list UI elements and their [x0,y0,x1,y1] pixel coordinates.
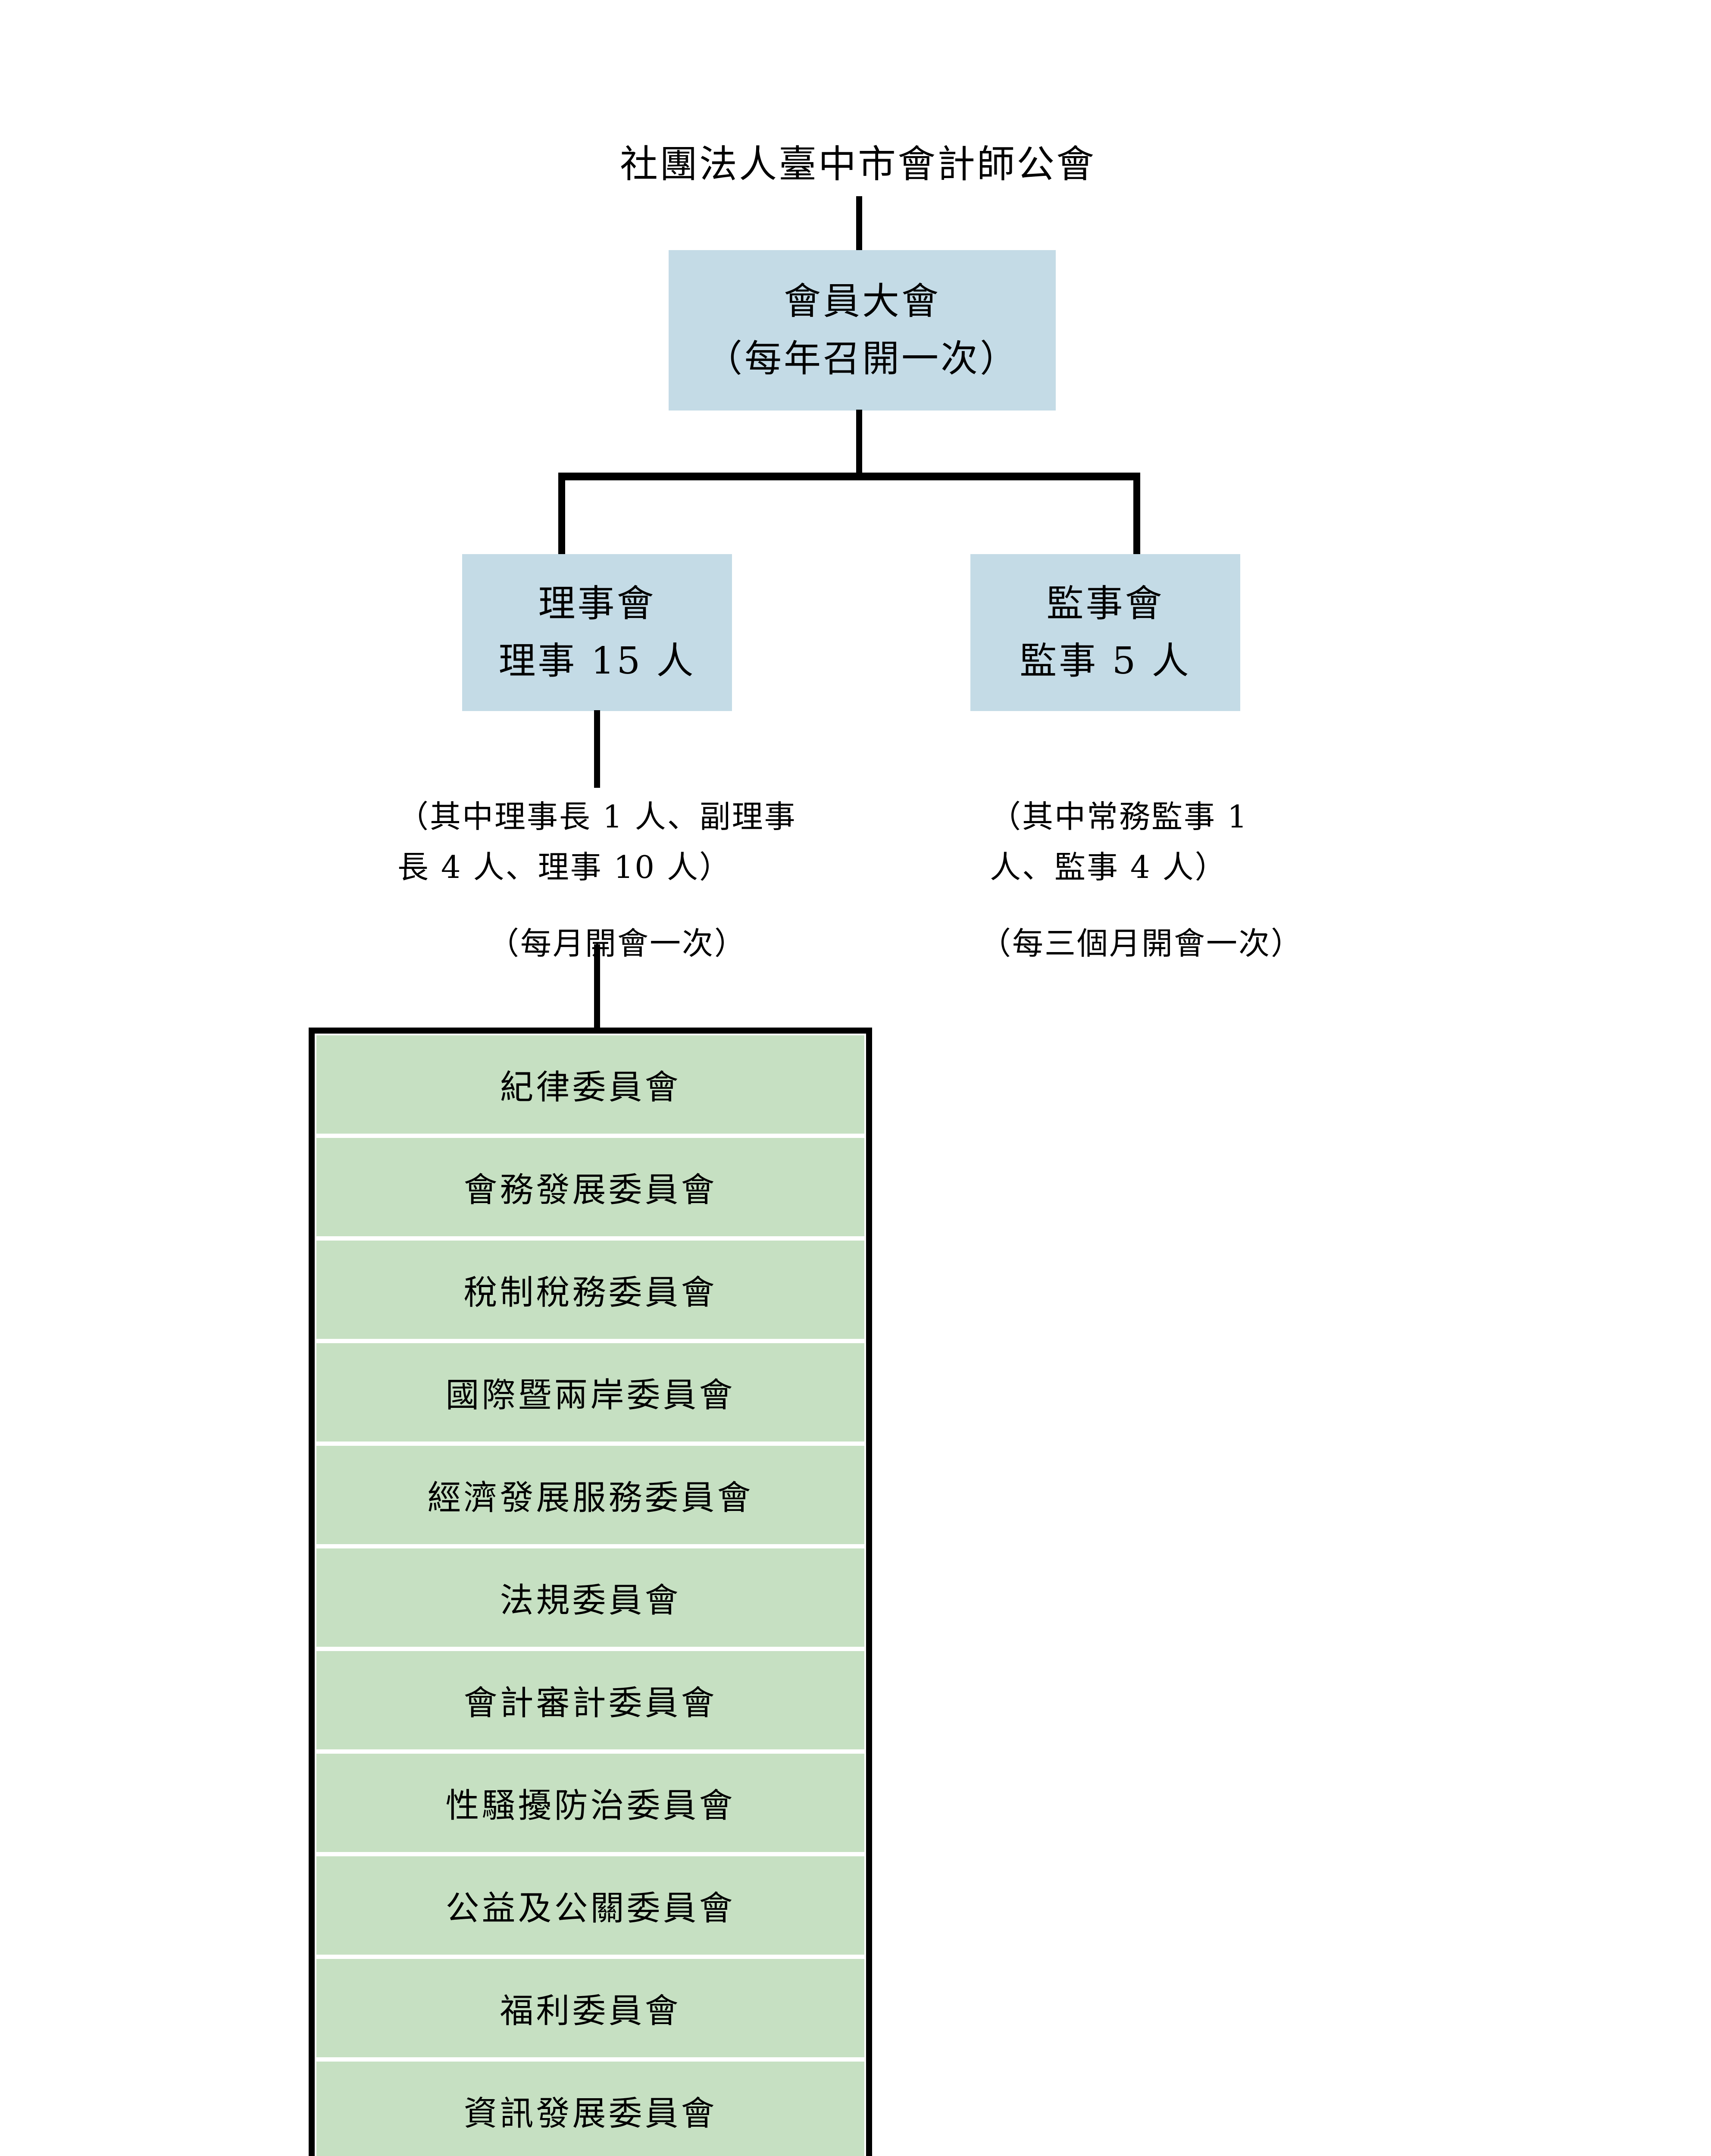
committee-label: 會計審計委員會 [463,1684,717,1723]
committee-item[interactable]: 性騷擾防治委員會 [316,1754,864,1852]
committee-label: 福利委員會 [500,1992,681,2031]
committees-panel: 紀律委員會會務發展委員會稅制稅務委員會國際暨兩岸委員會經濟發展服務委員會法規委員… [309,1028,872,2156]
committee-label: 會務發展委員會 [463,1171,717,1210]
board-frequency-text: （每月開會一次） [488,925,747,962]
committee-item[interactable]: 稅制稅務委員會 [316,1241,864,1339]
board-note-line-2: 長 4 人、理事 10 人） [397,849,732,885]
supervisors-composition: 監事 5 人 [1020,639,1191,683]
committee-item[interactable]: 會務發展委員會 [316,1138,864,1236]
connector-to-supervisors [1133,473,1140,556]
committee-label: 國際暨兩岸委員會 [445,1376,735,1415]
board-note-line-1: （其中理事長 1 人、副理事 [397,799,797,835]
node-board-of-supervisors: 監事會 監事 5 人 [970,554,1240,711]
committee-item[interactable]: 紀律委員會 [316,1035,864,1134]
committee-item[interactable]: 國際暨兩岸委員會 [316,1343,864,1442]
committee-item[interactable]: 公益及公關委員會 [316,1856,864,1955]
connector-board-stem-upper [594,710,600,788]
committee-label: 公益及公關委員會 [445,1889,735,1928]
connector-assembly-stem [856,410,862,475]
committee-item[interactable]: 經濟發展服務委員會 [316,1446,864,1544]
committee-label: 紀律委員會 [500,1068,681,1107]
supervisors-note-line-1: （其中常務監事 1 [990,799,1248,835]
committee-label: 稅制稅務委員會 [463,1273,717,1312]
assembly-name: 會員大會 [784,279,941,323]
connector-title-to-assembly [856,196,862,251]
supervisors-name: 監事會 [1046,582,1164,625]
supervisors-meeting-frequency: （每三個月開會一次） [969,918,1314,969]
node-general-assembly: 會員大會 （每年召開一次） [669,250,1056,411]
committee-label: 資訊發展委員會 [463,2094,717,2133]
connector-board-stem-lower [594,944,600,1029]
committee-label: 經濟發展服務委員會 [427,1479,754,1517]
board-composition-note: （其中理事長 1 人、副理事 長 4 人、理事 10 人） [397,792,837,892]
organization-title: 社團法人臺中市會計師公會 [619,142,1096,186]
node-board-of-directors: 理事會 理事 15 人 [462,554,732,711]
connector-to-board [558,473,565,556]
committee-item[interactable]: 會計審計委員會 [316,1651,864,1749]
committee-item[interactable]: 法規委員會 [316,1548,864,1647]
supervisors-frequency-text: （每三個月開會一次） [979,925,1303,962]
supervisors-composition-note: （其中常務監事 1 人、監事 4 人） [990,792,1283,892]
committee-label: 法規委員會 [500,1581,681,1620]
board-name: 理事會 [538,582,656,625]
committee-label: 性騷擾防治委員會 [445,1786,735,1825]
supervisors-note-line-2: 人、監事 4 人） [990,849,1227,885]
board-composition: 理事 15 人 [498,639,696,683]
board-meeting-frequency: （每月開會一次） [397,918,837,969]
committee-item[interactable]: 福利委員會 [316,1959,864,2057]
connector-split-bar [558,473,1140,480]
committee-item[interactable]: 資訊發展委員會 [316,2062,864,2156]
assembly-frequency: （每年召開一次） [705,337,1019,380]
